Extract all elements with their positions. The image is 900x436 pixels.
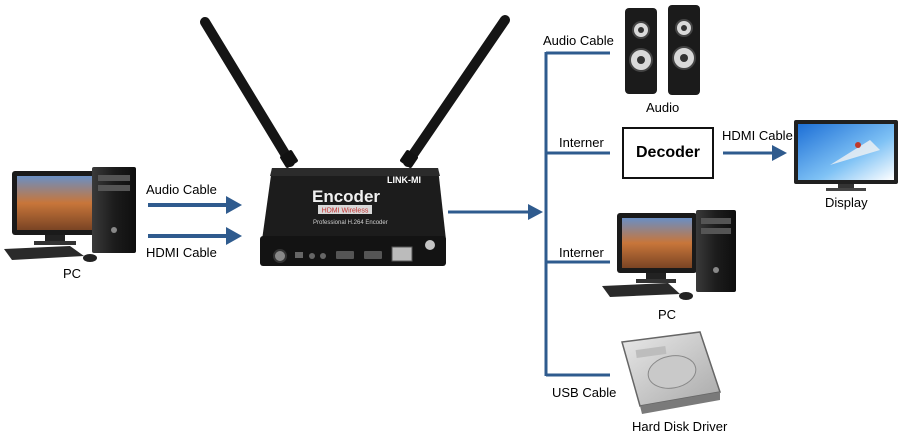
encoder-output-arrow xyxy=(448,204,543,220)
encoder-subtitle: Professional H.264 Encoder xyxy=(313,220,388,226)
encoder-badge: HDMI Wireless xyxy=(322,208,369,215)
hdd-label: Hard Disk Driver xyxy=(632,419,728,434)
output-audio-cable-label: Audio Cable xyxy=(543,33,614,48)
display-label: Display xyxy=(825,195,868,210)
source-hdmi-cable-label: HDMI Cable xyxy=(146,245,217,260)
audio-speakers-icon xyxy=(625,5,700,95)
encoder-title: Encoder xyxy=(312,187,380,206)
network-pc-label: PC xyxy=(658,307,677,322)
encoder-device xyxy=(200,15,510,266)
source-pc-icon xyxy=(4,167,136,262)
audio-cable-arrow xyxy=(148,196,242,214)
distribution-bus xyxy=(544,51,610,377)
antenna-right-icon xyxy=(400,15,510,168)
hard-disk-icon xyxy=(621,331,721,414)
antenna-left-icon xyxy=(200,17,298,168)
usb-cable-label: USB Cable xyxy=(552,385,617,400)
decoder-output-arrow xyxy=(723,145,787,161)
display-tv-icon xyxy=(794,120,898,191)
source-pc-label: PC xyxy=(63,266,82,281)
audio-label: Audio xyxy=(646,100,680,115)
network-pc-icon xyxy=(602,210,736,300)
encoder-brand: LINK-MI xyxy=(387,175,421,185)
decoder-box: Decoder xyxy=(622,127,714,179)
internet-label-decoder: Interner xyxy=(559,135,604,150)
hdmi-cable-arrow xyxy=(148,227,242,245)
internet-label-pc: Interner xyxy=(559,245,604,260)
output-hdmi-cable-label: HDMI Cable xyxy=(722,128,793,143)
source-audio-cable-label: Audio Cable xyxy=(146,182,217,197)
decoder-label: Decoder xyxy=(635,144,701,161)
